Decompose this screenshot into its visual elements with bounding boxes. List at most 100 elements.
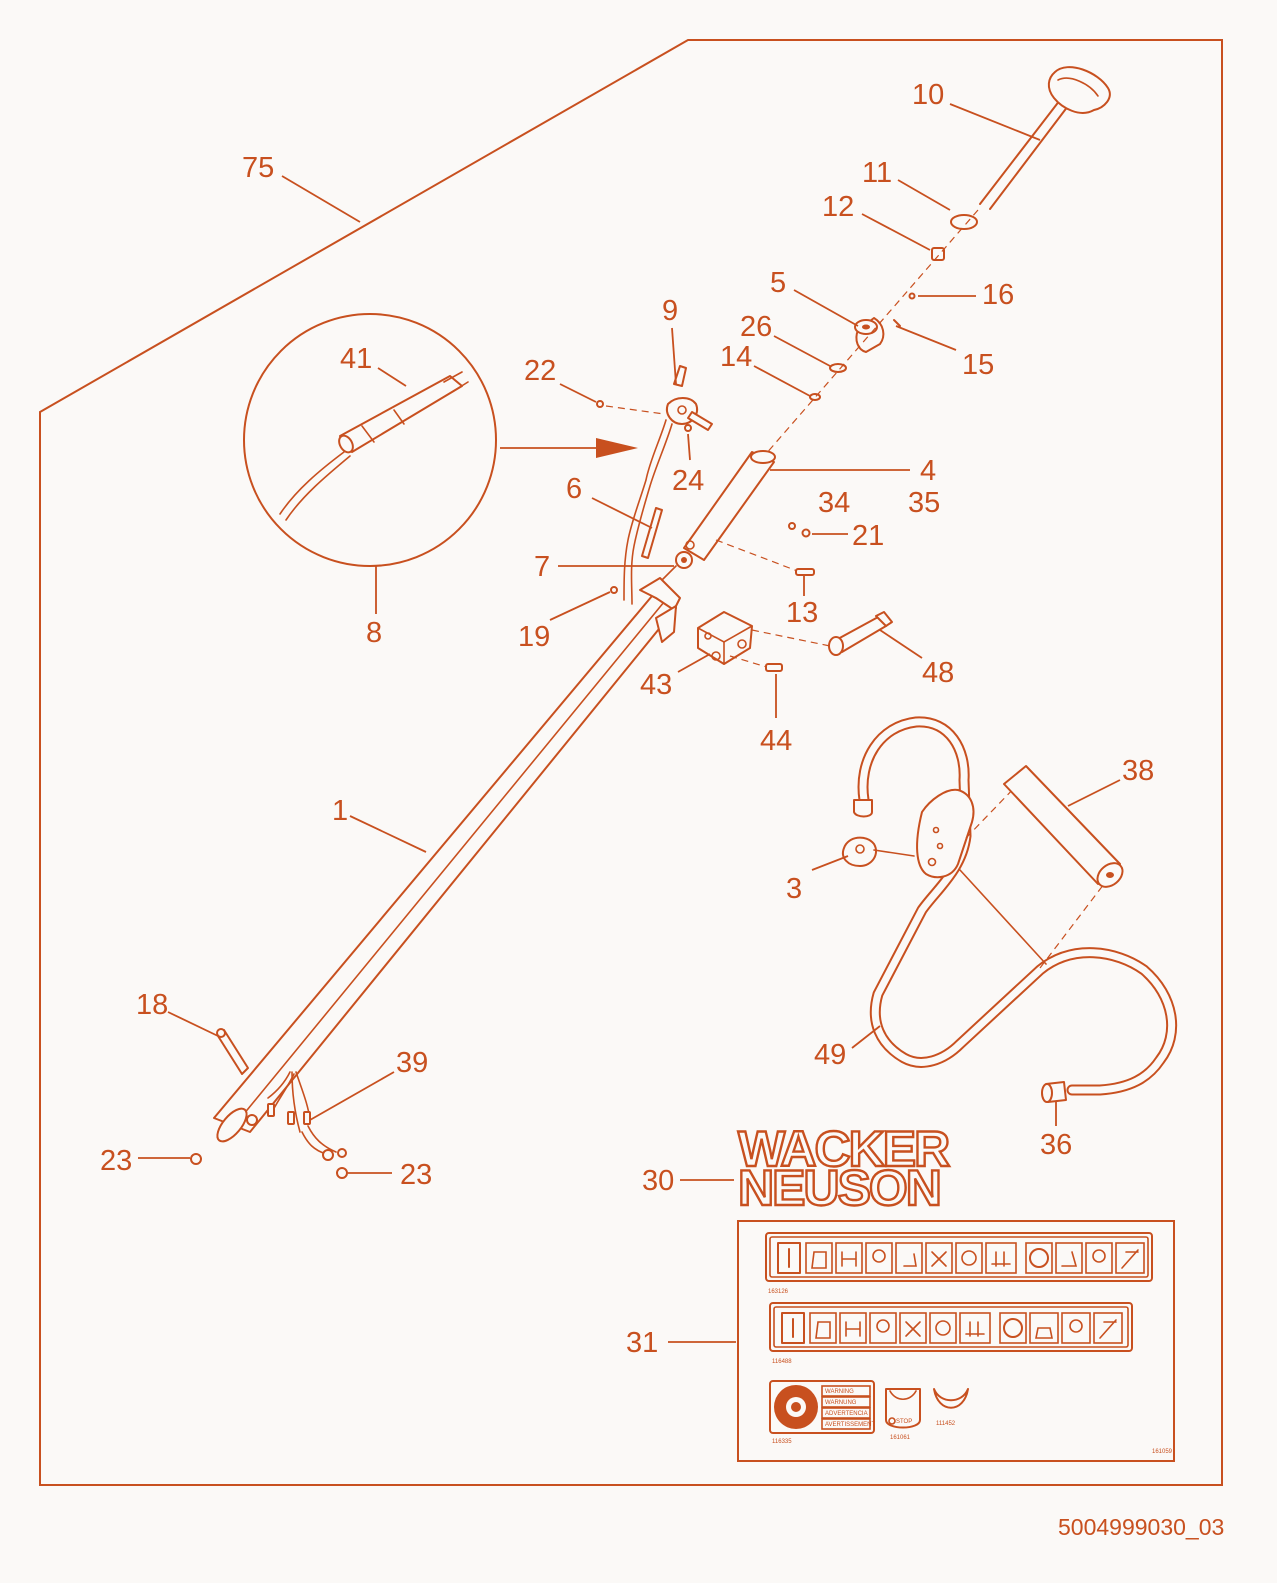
- callout-6: 6: [566, 473, 582, 505]
- pin-15: [893, 319, 901, 327]
- guard-frame-49: [853, 716, 1178, 1096]
- decal-set-31: 163126 116488: [737, 1220, 1175, 1462]
- callout-43: 43: [640, 669, 672, 701]
- lever-axis-48: [751, 629, 831, 647]
- decal-code-3: 116335: [772, 1439, 792, 1445]
- clamp-7: [661, 551, 693, 581]
- callout-22: 22: [524, 355, 556, 387]
- callout-38: 38: [1122, 755, 1154, 787]
- warning-line-4: AVERTISSEMENT: [825, 1422, 875, 1428]
- callout-12: 12: [822, 191, 854, 223]
- leader-lines: [138, 103, 1121, 1343]
- screw-22: [596, 400, 604, 408]
- callout-16: 16: [982, 279, 1014, 311]
- cap-36: [1041, 1081, 1067, 1103]
- callout-14: 14: [720, 341, 752, 373]
- brand-logo-30: WACKER NEUSON: [737, 1120, 954, 1217]
- callout-41: 41: [340, 343, 372, 375]
- warning-line-3: ADVERTENCIA: [825, 1411, 868, 1417]
- callout-labels: 75 10 11 12 16 5 15 26 14 9 22 41 24 4 3…: [100, 79, 1154, 1359]
- callout-39: 39: [396, 1047, 428, 1079]
- assembly-axis-upper: [764, 209, 979, 456]
- callout-23-left: 23: [100, 1145, 132, 1177]
- bolt-13: [795, 568, 815, 576]
- kit-outline-frame: [39, 39, 1223, 1486]
- bolt-axis-44: [729, 655, 771, 669]
- washer-34: [788, 522, 796, 530]
- decal-strip-1-icons: [805, 1242, 1145, 1274]
- washer-11: [950, 214, 978, 230]
- callout-3: 3: [786, 873, 802, 905]
- callout-30: 30: [642, 1165, 674, 1197]
- document-number: 5004999030_03: [1058, 1514, 1224, 1540]
- throttle-lever-9: [666, 365, 713, 432]
- callout-49: 49: [814, 1039, 846, 1071]
- callout-4: 4: [920, 455, 936, 487]
- knob-3: [842, 836, 915, 867]
- screw-axis-22: [605, 405, 665, 415]
- decal-code-6: 161059: [1152, 1449, 1173, 1455]
- detail-circle-8: [243, 313, 497, 567]
- pad-axis-38: [965, 783, 1019, 839]
- warning-line-1: WARNING: [825, 1389, 854, 1395]
- callout-48: 48: [922, 657, 954, 689]
- throttle-cable: [623, 419, 667, 601]
- decal-code-1: 163126: [768, 1289, 789, 1295]
- callout-19: 19: [518, 621, 550, 653]
- callout-9: 9: [662, 295, 678, 327]
- callout-8: 8: [366, 617, 382, 649]
- bolt-axis-13: [715, 539, 801, 573]
- bolt-44: [765, 663, 783, 672]
- throttle-cable-inner: [630, 423, 673, 605]
- callout-21: 21: [852, 520, 884, 552]
- warning-line-2: WARNUNG: [825, 1400, 857, 1406]
- detail-arrow: [500, 438, 638, 458]
- ball-16: [908, 292, 916, 300]
- callout-5: 5: [770, 267, 786, 299]
- callout-75: 75: [242, 152, 274, 184]
- callout-34: 34: [818, 487, 850, 519]
- bushing-12: [931, 247, 945, 261]
- handle-knob-10: [979, 66, 1111, 210]
- callout-36: 36: [1040, 1129, 1072, 1161]
- coupling-5: [854, 317, 885, 353]
- pin-18: [216, 1028, 249, 1075]
- tube-4: [683, 450, 776, 561]
- callout-26: 26: [740, 311, 772, 343]
- callout-31: 31: [626, 1327, 658, 1359]
- pad-axis-38-lower: [1039, 883, 1105, 969]
- callout-35: 35: [908, 487, 940, 519]
- callout-10: 10: [912, 79, 944, 111]
- callout-15: 15: [962, 349, 994, 381]
- decal-strip-2-icons: [809, 1312, 1123, 1344]
- callout-24: 24: [672, 465, 704, 497]
- decal-code-5: 111452: [936, 1421, 956, 1427]
- decal-code-4: 161061: [890, 1435, 911, 1441]
- callout-7: 7: [534, 551, 550, 583]
- sleeve-6: [641, 507, 663, 559]
- tube-bracket: [639, 577, 681, 643]
- clamp-block-43: [697, 611, 753, 665]
- pad-strut: [959, 869, 1047, 965]
- brand-line-2: NEUSON: [738, 1160, 940, 1216]
- nut-21: [801, 528, 811, 538]
- lever-48: [828, 611, 893, 656]
- callout-18: 18: [136, 989, 168, 1021]
- pad-38: [1003, 765, 1124, 888]
- brand-line-1: WACKER: [738, 1121, 950, 1177]
- main-tube-1: [213, 595, 677, 1143]
- callout-44: 44: [760, 725, 792, 757]
- callout-11: 11: [862, 157, 892, 189]
- screw-19: [610, 586, 618, 594]
- nut-23-right: [336, 1167, 348, 1179]
- decal-code-2: 116488: [772, 1359, 792, 1365]
- o-ring-14: [809, 393, 821, 401]
- callout-13: 13: [786, 597, 818, 629]
- callout-23-right: 23: [400, 1159, 432, 1191]
- washer-left-end: [246, 1114, 258, 1126]
- wire-harness-39: [267, 1071, 347, 1161]
- stop-label: STOP: [896, 1419, 912, 1425]
- callout-1: 1: [332, 795, 348, 827]
